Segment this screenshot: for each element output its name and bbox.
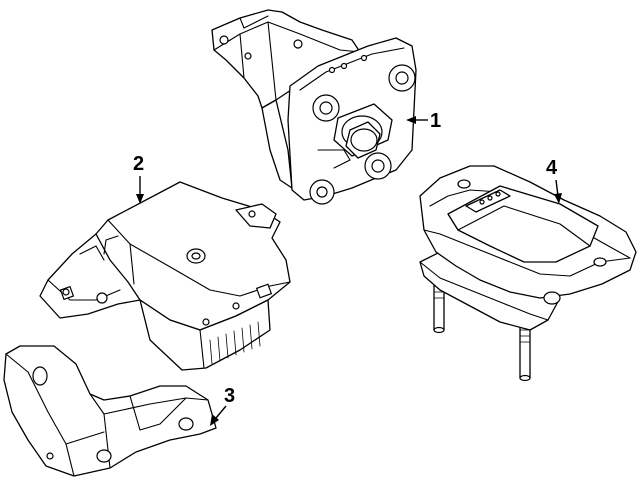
callout-1-label: 1 [430, 110, 441, 132]
part-2-transmission-mount [39, 181, 291, 371]
part-1-engine-mount [211, 9, 417, 205]
part-4-insulator-mount [419, 165, 637, 382]
callout-2: 2 [133, 153, 144, 204]
callout-2-label: 2 [133, 153, 144, 175]
callout-4-label: 4 [546, 157, 558, 179]
callout-1: 1 [406, 110, 441, 132]
callout-3: 3 [210, 385, 235, 426]
part-3-bracket [3, 345, 217, 477]
callout-3-label: 3 [224, 385, 235, 407]
callout-4: 4 [546, 157, 562, 204]
